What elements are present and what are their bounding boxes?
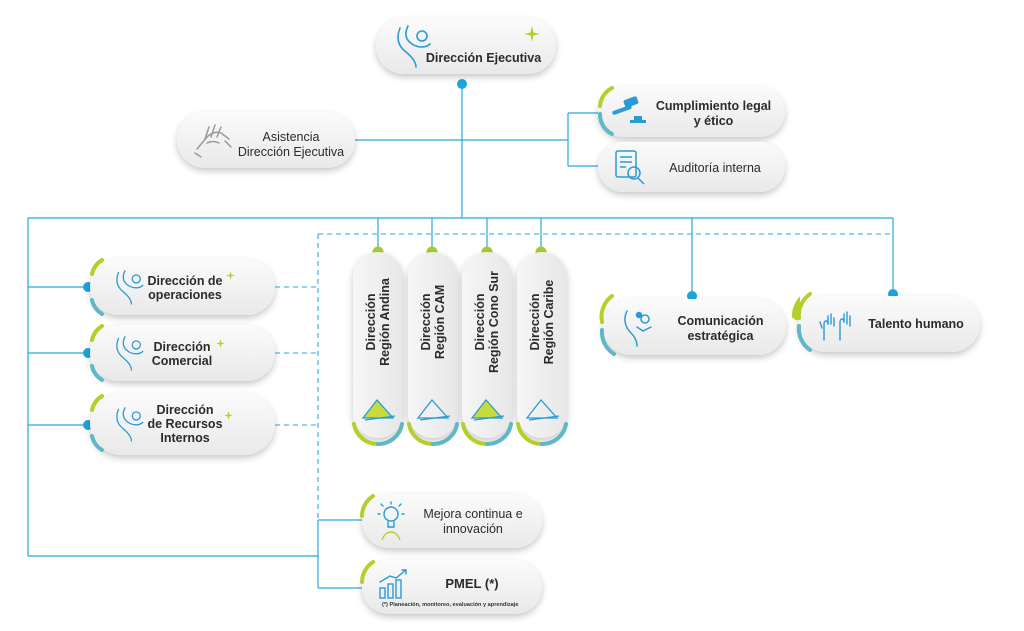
node-region-cam-label-1: Dirección: [419, 293, 433, 351]
node-region-cono-sur-label-1: Dirección: [473, 293, 487, 351]
node-comercial[interactable]: Dirección Comercial: [90, 325, 275, 381]
triangle-mountain-icon: [470, 398, 505, 421]
node-auditoria[interactable]: Auditoría interna: [598, 142, 785, 192]
node-mejora-label-2: innovación: [443, 522, 503, 536]
node-region-caribe[interactable]: Dirección Región Caribe: [517, 252, 567, 438]
node-comunicacion-label-2: estratégica: [687, 329, 754, 343]
triangle-mountain-icon: [361, 398, 396, 421]
node-operaciones-label-1: Dirección de: [147, 274, 223, 288]
node-region-caribe-label-2: Región Caribe: [542, 279, 556, 365]
node-region-andina-label-2: Región Andina: [378, 278, 392, 366]
person-raising-hand-icon: [397, 25, 431, 68]
node-region-andina[interactable]: Dirección Región Andina: [353, 252, 403, 438]
node-region-andina-label-1: Dirección: [364, 293, 378, 351]
node-mejora-label-1: Mejora continua e: [423, 507, 523, 521]
node-pmel-note: (*) Planeación, monitoreo, evaluación y …: [382, 602, 519, 608]
triangle-mountain-icon: [525, 398, 560, 421]
accent-arcs-bottom: [360, 494, 375, 584]
node-mejora-continua[interactable]: Mejora continua e innovación: [362, 494, 542, 548]
node-cumplimiento-label-2: y ético: [693, 114, 734, 128]
node-recursos-label-3: Internos: [160, 431, 210, 445]
node-comercial-label-1: Dirección: [153, 340, 211, 354]
node-region-cam-label-2: Región CAM: [433, 284, 447, 360]
node-recursos-internos[interactable]: Dirección de Recursos Internos: [90, 393, 275, 455]
node-auditoria-label: Auditoría interna: [669, 161, 761, 175]
node-asistencia-label-1: Asistencia: [262, 130, 320, 144]
node-comunicacion-label-1: Comunicación: [677, 314, 764, 328]
node-region-cono-sur-label: Dirección Región Cono Sur: [473, 242, 501, 402]
node-pmel-label: PMEL (*): [445, 576, 499, 591]
accent-arcs-regions: [352, 422, 568, 447]
gavel-icon: [612, 96, 646, 123]
node-direccion-ejecutiva[interactable]: Dirección Ejecutiva: [376, 18, 556, 74]
node-asistencia-label-2: Dirección Ejecutiva: [237, 145, 345, 159]
document-search-icon: [615, 150, 645, 185]
node-cumplimiento-label-1: Cumplimiento legal: [655, 99, 772, 113]
node-region-andina-label: Dirección Región Andina: [364, 242, 392, 402]
node-region-cam[interactable]: Dirección Región CAM: [408, 252, 458, 438]
node-asistencia[interactable]: Asistencia Dirección Ejecutiva: [177, 112, 355, 168]
triangle-mountain-icon: [416, 398, 451, 421]
node-region-caribe-label: Dirección Región Caribe: [528, 242, 556, 402]
accent-arc-talento: [796, 292, 812, 352]
node-direccion-ejecutiva-label: Dirección Ejecutiva: [425, 51, 542, 65]
node-talento-humano-label: Talento humano: [868, 317, 964, 331]
node-region-cono-sur[interactable]: Dirección Región Cono Sur: [462, 252, 512, 438]
lightbulb-icon: [377, 501, 405, 541]
handshake-icon: [194, 124, 232, 158]
sparkle-icon: [226, 271, 235, 280]
node-pmel[interactable]: PMEL (*) (*) Planeación, monitoreo, eval…: [362, 560, 542, 614]
node-operaciones-label-2: operaciones: [148, 288, 222, 302]
node-comunicacion[interactable]: Comunicación estratégica: [603, 299, 786, 355]
node-region-cam-label: Dirección Región CAM: [419, 242, 447, 402]
node-recursos-label-1: Dirección: [156, 403, 214, 417]
accent-arcs-left: [90, 258, 104, 452]
node-region-caribe-label-1: Dirección: [528, 293, 542, 351]
person-raising-hand-icon: [116, 407, 144, 442]
node-cumplimiento[interactable]: Cumplimiento legal y ético: [598, 87, 785, 137]
person-raising-hand-icon: [116, 270, 144, 305]
microphone-person-icon: [624, 310, 652, 347]
sparkle-icon: [216, 339, 225, 348]
node-comercial-label-2: Comercial: [151, 354, 213, 368]
node-operaciones[interactable]: Dirección de operaciones: [90, 259, 275, 315]
sparkle-icon: [524, 26, 540, 42]
sparkle-icon: [224, 411, 233, 420]
raised-hands-icon: [819, 311, 851, 341]
node-recursos-label-2: de Recursos: [147, 417, 223, 431]
accent-arcs-right: [597, 86, 800, 356]
chart-growth-icon: [379, 569, 407, 599]
node-region-cono-sur-label-2: Región Cono Sur: [487, 270, 501, 374]
person-raising-hand-icon: [116, 336, 144, 371]
node-talento-humano[interactable]: Talento humano: [798, 296, 980, 352]
